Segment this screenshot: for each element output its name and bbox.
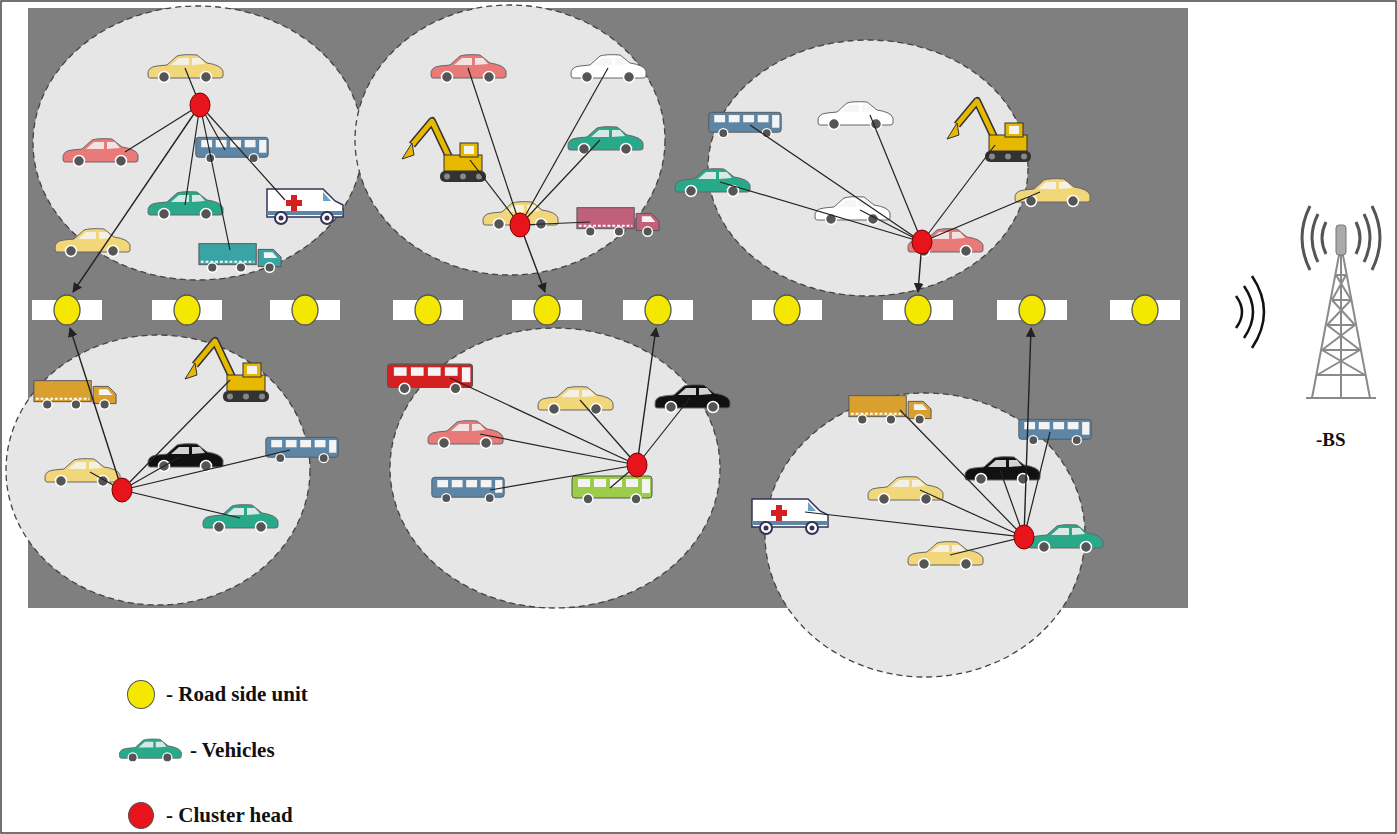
legend-text: - Cluster head [166,802,293,829]
station-label: -BS [1316,428,1346,453]
legend-text: - Road side unit [166,681,308,708]
legend-text: - Vehicles [190,737,275,764]
legend-swatch [127,680,155,709]
legend-swatch [128,802,154,829]
